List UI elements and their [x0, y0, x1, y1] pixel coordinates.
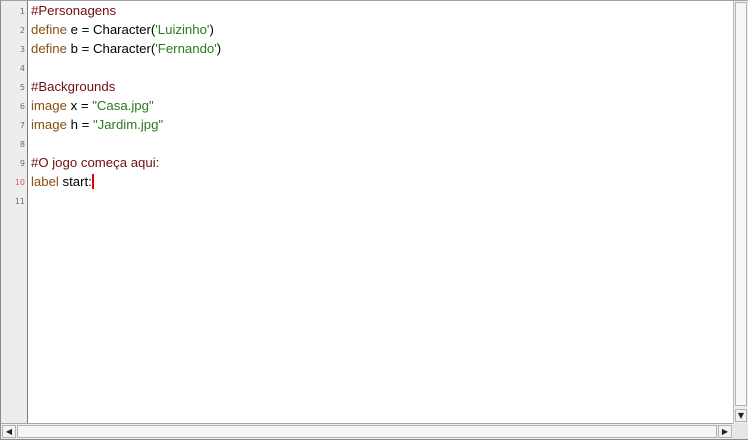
line-number: 1 — [19, 7, 25, 16]
code-line[interactable]: label start: — [31, 172, 94, 191]
line-number-gutter: 1 2 3 4 5 6 7 8 9 10 11 — [1, 1, 28, 423]
code-token-keyword: image — [31, 117, 67, 132]
vertical-scrollbar[interactable]: ▼ — [733, 1, 748, 423]
code-token-plain: h = — [66, 117, 93, 132]
line-number: 8 — [19, 140, 25, 149]
line-number: 4 — [19, 64, 25, 73]
scroll-down-arrow-icon[interactable]: ▼ — [735, 409, 747, 422]
horizontal-scrollbar[interactable]: ◀ ▶ — [1, 423, 748, 439]
code-token-plain: start: — [58, 174, 92, 189]
line-number: 3 — [19, 45, 25, 54]
code-token-keyword: label — [31, 174, 59, 189]
code-line[interactable]: image h = "Jardim.jpg" — [31, 115, 163, 134]
code-line[interactable]: #Personagens — [31, 1, 116, 20]
code-token-keyword: define — [31, 41, 67, 56]
code-token-plain: ) — [209, 22, 214, 37]
code-token-plain: b = Character( — [66, 41, 156, 56]
code-token-string: 'Luizinho' — [155, 22, 210, 37]
code-token-plain: ) — [216, 41, 222, 56]
code-line[interactable]: define e = Character('Luizinho') — [31, 20, 214, 39]
code-text-area[interactable]: #Personagens define e = Character('Luizin… — [28, 1, 733, 423]
code-token-string: "Casa.jpg" — [92, 98, 154, 113]
line-number: 7 — [19, 121, 25, 130]
line-number: 10 — [14, 178, 25, 187]
horizontal-scroll-thumb[interactable] — [17, 425, 717, 438]
line-number: 5 — [19, 83, 25, 92]
code-token-plain: x = — [66, 98, 93, 113]
line-number: 11 — [14, 197, 25, 206]
code-token-keyword: image — [31, 98, 67, 113]
code-line[interactable]: define b = Character('Fernando') — [31, 39, 221, 58]
code-token-string: 'Fernando' — [155, 41, 217, 56]
code-token-string: "Jardim.jpg" — [92, 117, 164, 132]
scrollbar-corner — [733, 423, 748, 439]
line-number: 9 — [19, 159, 25, 168]
code-token-comment: #Personagens — [31, 3, 117, 18]
code-token-comment: #Backgrounds — [31, 79, 116, 94]
text-cursor — [91, 174, 94, 189]
code-line[interactable]: image x = "Casa.jpg" — [31, 96, 154, 115]
line-number: 6 — [19, 102, 25, 111]
code-line[interactable]: #O jogo começa aqui: — [31, 153, 159, 172]
vertical-scroll-thumb[interactable] — [735, 2, 747, 406]
line-number: 2 — [19, 26, 25, 35]
code-token-comment: #O jogo começa aqui: — [31, 155, 160, 170]
code-token-plain: e = Character( — [66, 22, 156, 37]
code-token-keyword: define — [31, 22, 67, 37]
scroll-right-arrow-icon[interactable]: ▶ — [718, 425, 732, 438]
scroll-left-arrow-icon[interactable]: ◀ — [2, 425, 16, 438]
code-line[interactable]: #Backgrounds — [31, 77, 115, 96]
